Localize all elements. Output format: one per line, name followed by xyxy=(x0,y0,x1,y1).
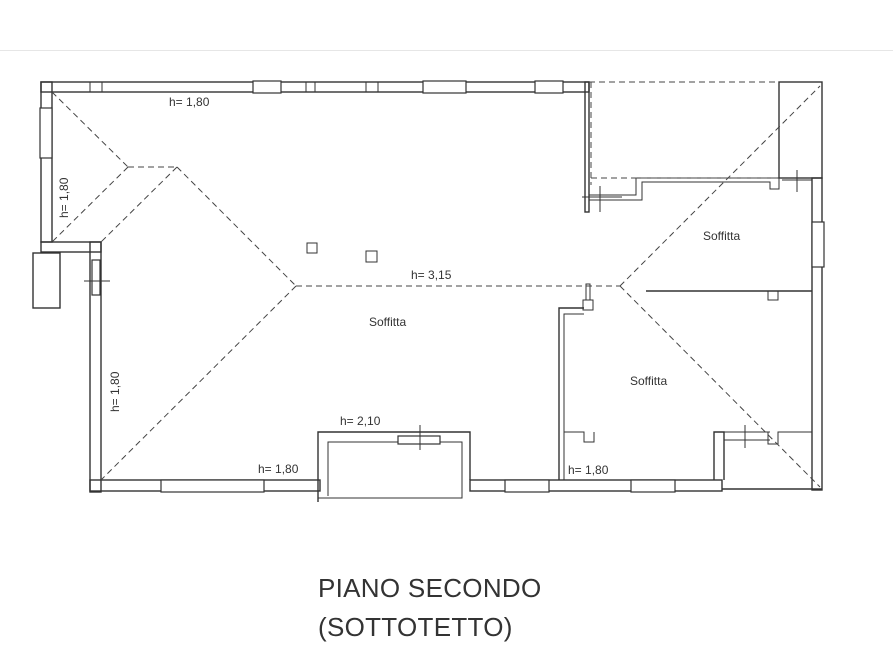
height-label-left-lower: h= 1,80 xyxy=(108,371,122,412)
page-divider-line xyxy=(0,50,893,51)
height-label-left-upper: h= 1,80 xyxy=(57,177,71,218)
interior-walls xyxy=(558,283,812,480)
plan-title: PIANO SECONDO xyxy=(318,573,542,603)
height-label-center: h= 3,15 xyxy=(411,268,452,282)
height-label-bottom-right: h= 1,80 xyxy=(568,463,609,477)
balcony xyxy=(317,425,471,502)
height-label-top: h= 1,80 xyxy=(169,95,210,109)
room-label-right-upper: Soffitta xyxy=(703,229,740,243)
height-label-balcony: h= 2,10 xyxy=(340,414,381,428)
windows xyxy=(39,80,825,493)
height-label-bottom-left: h= 1,80 xyxy=(258,462,299,476)
roof-ridge-lines xyxy=(51,81,821,488)
room-label-right-lower: Soffitta xyxy=(630,374,667,388)
plan-subtitle: (SOTTOTETTO) xyxy=(318,612,513,642)
chimney-square xyxy=(306,242,318,254)
chimney-square xyxy=(365,250,378,263)
room-label-main: Soffitta xyxy=(369,315,406,329)
